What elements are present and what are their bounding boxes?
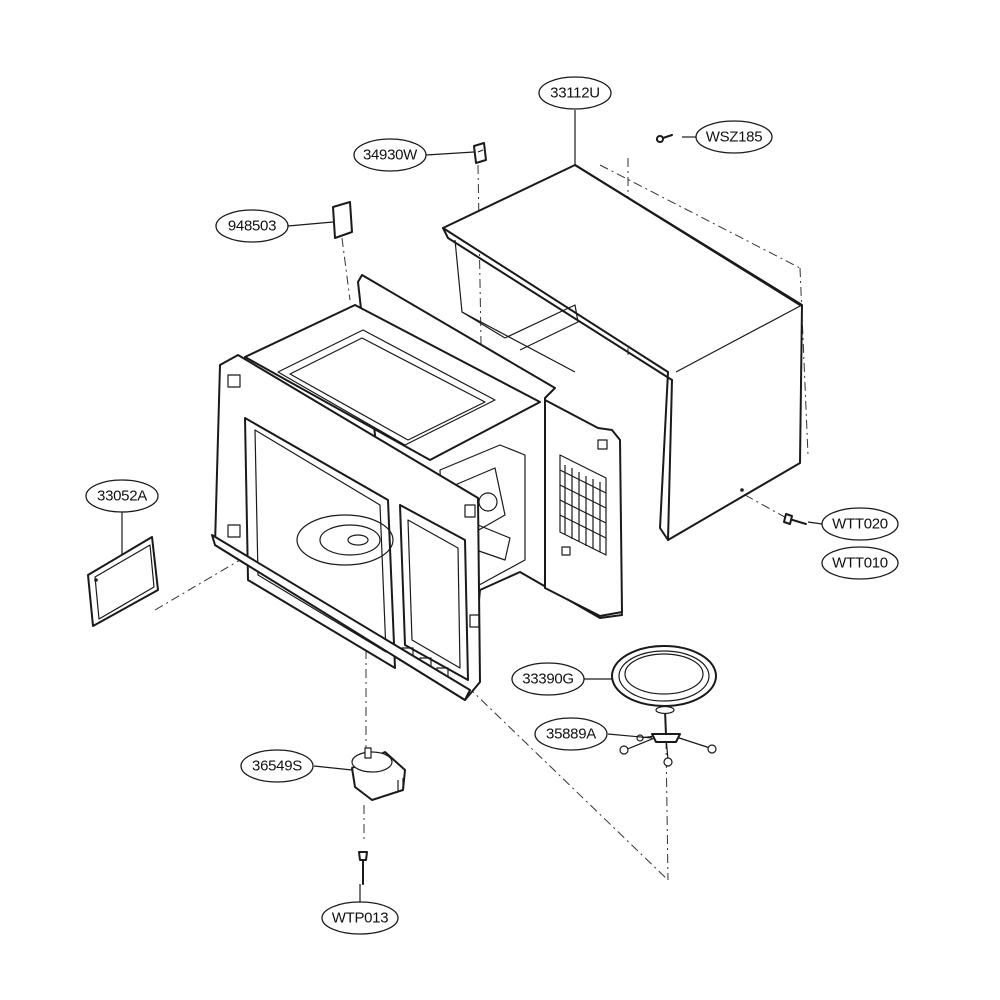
svg-text:33052A: 33052A bbox=[97, 488, 147, 505]
screw-wtp013 bbox=[358, 851, 368, 885]
outer-cabinet bbox=[442, 164, 803, 541]
callout-WTP013: WTP013 bbox=[321, 901, 399, 935]
callout-33052A: 33052A bbox=[85, 479, 159, 513]
callout-36549S: 36549S bbox=[240, 749, 314, 783]
cover-plate bbox=[87, 536, 159, 627]
svg-text:WTT010: WTT010 bbox=[832, 555, 888, 572]
callout-WTT010: WTT010 bbox=[821, 546, 899, 580]
screw-wsz185 bbox=[656, 134, 673, 143]
svg-text:33390G: 33390G bbox=[522, 671, 574, 688]
callout-33390G: 33390G bbox=[511, 662, 585, 696]
svg-text:35889A: 35889A bbox=[546, 726, 596, 743]
callout-WTT020: WTT020 bbox=[821, 507, 899, 541]
callout-35889A: 35889A bbox=[534, 717, 608, 751]
front-frame bbox=[211, 354, 481, 701]
svg-text:948503: 948503 bbox=[228, 218, 276, 235]
callout-948503: 948503 bbox=[215, 209, 289, 243]
door-switch bbox=[473, 142, 487, 164]
roller-support bbox=[619, 705, 717, 767]
svg-text:33112U: 33112U bbox=[550, 85, 600, 102]
svg-text:36549S: 36549S bbox=[252, 758, 302, 775]
callout-33112U: 33112U bbox=[538, 76, 612, 110]
svg-text:WTP013: WTP013 bbox=[332, 910, 389, 927]
svg-text:34930W: 34930W bbox=[363, 147, 418, 164]
turntable-motor bbox=[351, 747, 406, 801]
svg-text:WSZ185: WSZ185 bbox=[706, 129, 763, 146]
callout-WSZ185: WSZ185 bbox=[695, 120, 773, 154]
screw-wtt020 bbox=[783, 513, 807, 525]
shield-pad bbox=[332, 201, 353, 239]
leader-lines bbox=[121, 110, 823, 902]
callout-34930W: 34930W bbox=[353, 138, 427, 172]
glass-tray bbox=[611, 645, 717, 707]
svg-text:WTT020: WTT020 bbox=[832, 516, 888, 533]
